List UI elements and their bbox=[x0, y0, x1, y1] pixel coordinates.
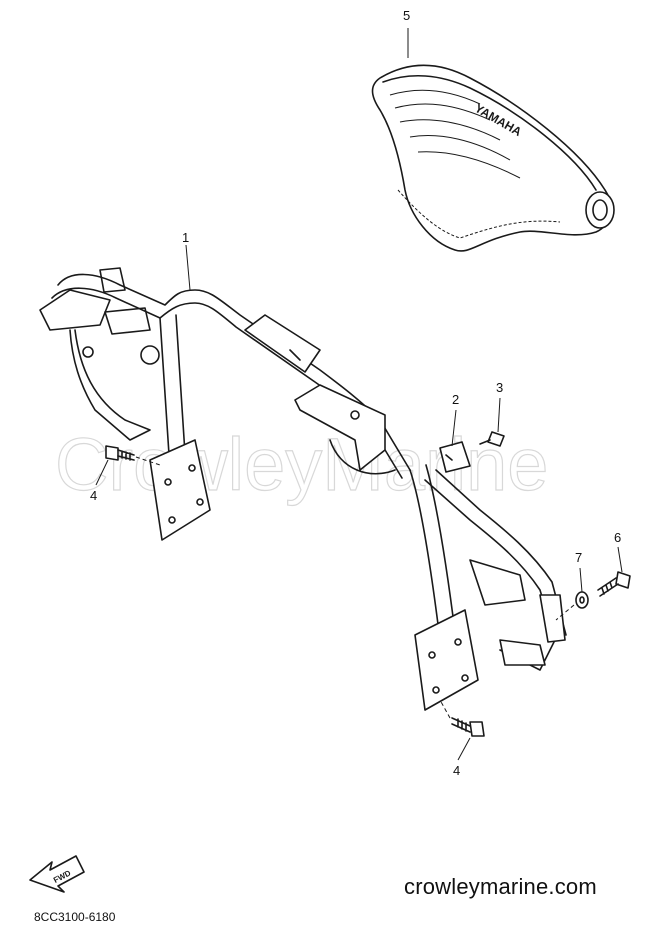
bolt-part-6[interactable] bbox=[555, 571, 631, 621]
bolt-part-4-left[interactable] bbox=[105, 445, 161, 466]
handle-frame-part-1[interactable] bbox=[39, 267, 567, 711]
callout-4-left: 4 bbox=[90, 488, 97, 503]
callout-2: 2 bbox=[452, 392, 459, 407]
seat-part-5[interactable]: YAMAHA bbox=[371, 64, 615, 252]
screw-part-3[interactable] bbox=[479, 431, 505, 447]
fwd-arrow-icon: FWD bbox=[29, 855, 85, 893]
footer-diagram-code: 8CC3100-6180 bbox=[34, 910, 116, 924]
leader-lines bbox=[95, 28, 623, 761]
plate-part-2[interactable] bbox=[439, 441, 471, 473]
bolt-part-4-right[interactable] bbox=[439, 699, 485, 737]
callout-1: 1 bbox=[182, 230, 189, 245]
callout-3: 3 bbox=[496, 380, 503, 395]
callout-7: 7 bbox=[575, 550, 582, 565]
callout-5: 5 bbox=[403, 8, 410, 23]
callout-6: 6 bbox=[614, 530, 621, 545]
washer-part-7[interactable] bbox=[575, 591, 589, 609]
footer-website: crowleymarine.com bbox=[404, 874, 597, 899]
callout-4-right: 4 bbox=[453, 763, 460, 778]
watermark-text: CrowleyMarine bbox=[55, 423, 548, 506]
